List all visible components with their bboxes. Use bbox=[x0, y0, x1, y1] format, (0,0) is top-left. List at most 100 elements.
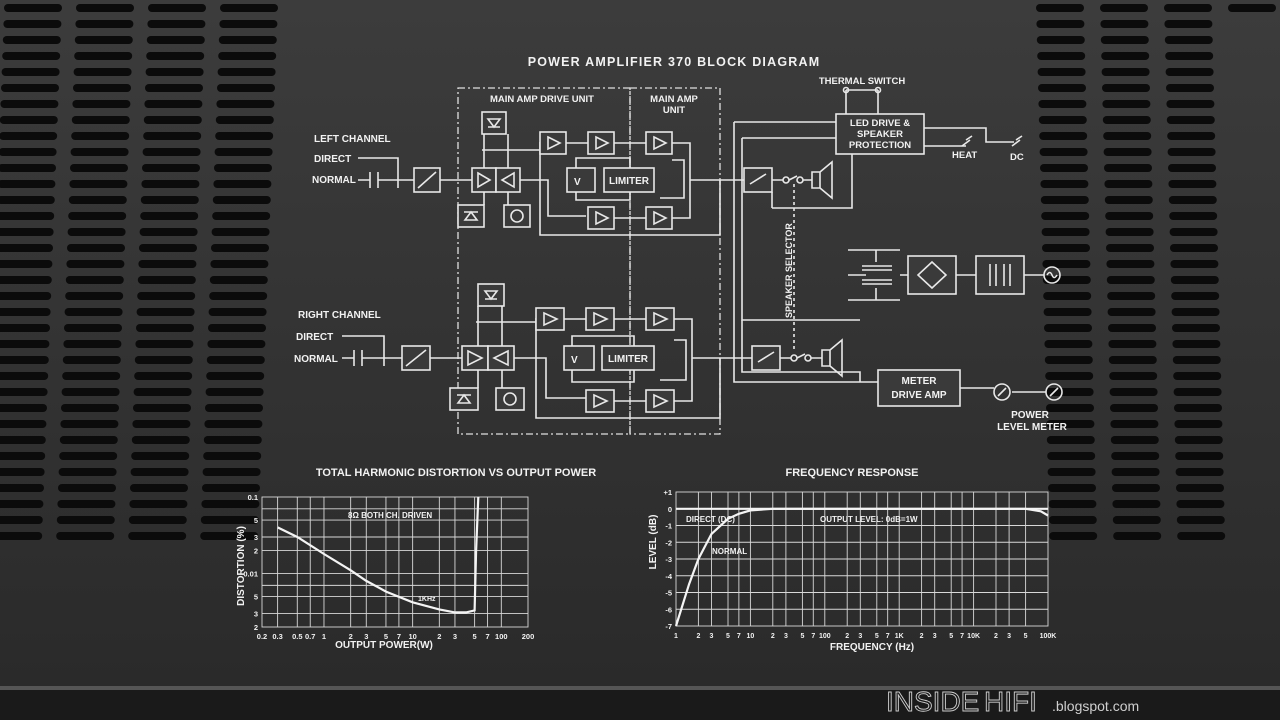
vent-slot bbox=[1041, 212, 1090, 220]
right-channel-section: RIGHT CHANNEL DIRECT NORMAL V LIMITER bbox=[294, 283, 843, 419]
main-amp-drive-unit-box bbox=[457, 87, 631, 435]
vent-slot bbox=[1104, 164, 1152, 172]
vent-slot bbox=[1046, 420, 1095, 428]
thd-series-line bbox=[277, 496, 480, 614]
vent-slot bbox=[216, 100, 275, 108]
vent-slot bbox=[214, 164, 272, 172]
vent-slot bbox=[131, 436, 190, 444]
vent-slot bbox=[215, 132, 274, 140]
left-input-buffer-a bbox=[471, 167, 497, 193]
main-amp-unit-label-1: MAIN AMP bbox=[650, 94, 698, 105]
vent-slot bbox=[1049, 532, 1098, 540]
vent-slot bbox=[1173, 388, 1222, 396]
vent-slot bbox=[1110, 420, 1159, 428]
vent-slot bbox=[1166, 84, 1214, 92]
vent-slot bbox=[215, 116, 274, 124]
vent-slot bbox=[1043, 292, 1092, 300]
vent-slot bbox=[1108, 324, 1156, 332]
left-driver-upper bbox=[587, 131, 615, 155]
vent-slot bbox=[0, 340, 50, 348]
vent-slot bbox=[1109, 388, 1158, 396]
thd-y-tick: 2 bbox=[254, 546, 258, 555]
thd-x-tick: 1 bbox=[322, 632, 326, 641]
left-channel-label: LEFT CHANNEL bbox=[314, 134, 391, 145]
freq-x-tick: 5 bbox=[726, 633, 730, 640]
vent-slot bbox=[136, 308, 195, 316]
vent-slot bbox=[1040, 164, 1088, 172]
right-v-label: V bbox=[571, 355, 578, 366]
vent-slot bbox=[208, 324, 266, 332]
vent-slot bbox=[1172, 356, 1221, 364]
vent-slot bbox=[1043, 308, 1092, 316]
vent-slot bbox=[1167, 132, 1216, 140]
vent-slot bbox=[0, 500, 44, 508]
vent-slot bbox=[219, 20, 278, 28]
thd-annotation-driven: 8Ω BOTH CH. DRIVEN bbox=[348, 511, 432, 520]
vent-slot bbox=[1107, 292, 1156, 300]
thd-x-tick: 0.3 bbox=[272, 632, 282, 641]
vent-slot bbox=[61, 388, 120, 396]
vent-slot bbox=[1170, 244, 1218, 252]
freq-series-normal bbox=[674, 507, 1049, 627]
vent-slot bbox=[1039, 132, 1088, 140]
vent-slot bbox=[0, 468, 45, 476]
vent-slot bbox=[58, 468, 117, 476]
right-output-stage-upper bbox=[645, 307, 675, 331]
vent-slot bbox=[68, 212, 127, 220]
vent-slot bbox=[1176, 484, 1224, 492]
vent-slot bbox=[1048, 516, 1097, 524]
vent-slot bbox=[140, 196, 199, 204]
freq-x-tick: 3 bbox=[933, 633, 937, 640]
vent-slot bbox=[1038, 116, 1087, 124]
led-drive-label-1: LED DRIVE & bbox=[850, 118, 910, 129]
panel-bottom-edge bbox=[0, 688, 1280, 720]
vent-slot bbox=[1176, 500, 1225, 508]
freq-y-tick: -6 bbox=[665, 605, 672, 614]
power-meter-right-icon bbox=[1045, 383, 1063, 401]
vent-slot bbox=[75, 20, 134, 28]
vent-slot bbox=[1102, 100, 1151, 108]
freq-x-tick: 5 bbox=[1024, 633, 1028, 640]
freq-x-tick: 5 bbox=[949, 633, 953, 640]
vent-slot bbox=[1169, 212, 1218, 220]
vent-slot bbox=[74, 52, 133, 60]
vent-slot bbox=[209, 276, 268, 284]
vent-slot bbox=[0, 212, 55, 220]
freq-ylabel: LEVEL (dB) bbox=[648, 515, 659, 570]
thermal-switch-label: THERMAL SWITCH bbox=[819, 76, 906, 87]
thd-x-tick: 100 bbox=[495, 632, 508, 641]
vent-slot bbox=[0, 324, 50, 332]
vent-slot bbox=[65, 292, 124, 300]
right-current-source-bottom-a bbox=[449, 387, 479, 411]
freq-x-tick: 100K bbox=[1040, 633, 1057, 640]
left-input-capacitor bbox=[369, 172, 379, 188]
vent-slot bbox=[1168, 196, 1217, 204]
vent-slot bbox=[137, 292, 196, 300]
thd-annotation-freq: 1KHz bbox=[418, 596, 436, 603]
vent-slot bbox=[64, 308, 123, 316]
vent-slot bbox=[1042, 244, 1090, 252]
vent-slot bbox=[1176, 516, 1225, 524]
led-drive-label-2: SPEAKER bbox=[857, 129, 903, 140]
vent-slot bbox=[1105, 212, 1154, 220]
vent-slot bbox=[1106, 276, 1155, 284]
freq-x-tick: 3 bbox=[710, 633, 714, 640]
right-input-capacitor bbox=[353, 350, 363, 366]
ac-source-icon bbox=[1043, 266, 1061, 284]
vent-slot bbox=[1, 68, 60, 76]
vent-slot bbox=[132, 420, 191, 428]
freq-x-tick: 2 bbox=[696, 633, 700, 640]
vent-slot bbox=[139, 228, 198, 236]
vent-slot bbox=[1101, 68, 1150, 76]
vent-slot bbox=[130, 484, 188, 492]
vent-slot bbox=[1171, 292, 1220, 300]
thd-x-tick: 3 bbox=[453, 632, 457, 641]
vent-slot bbox=[218, 52, 277, 60]
vent-slot bbox=[1048, 500, 1097, 508]
vent-slot bbox=[0, 292, 52, 300]
thd-x-tick: 2 bbox=[437, 632, 441, 641]
thd-x-tick: 0.5 bbox=[292, 632, 302, 641]
vent-slot bbox=[0, 276, 52, 284]
vent-slot bbox=[200, 532, 259, 540]
left-normal-label: NORMAL bbox=[312, 175, 356, 186]
